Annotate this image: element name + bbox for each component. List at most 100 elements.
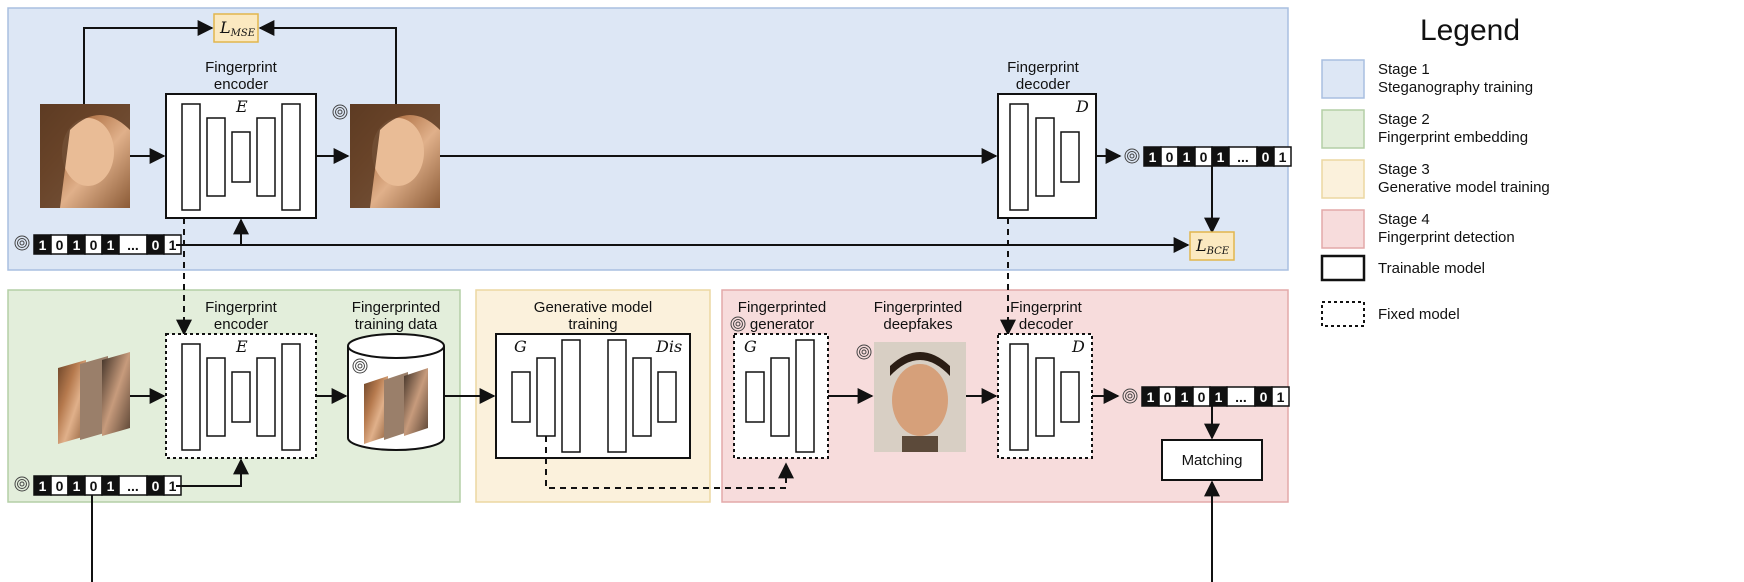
fingerprint-icon (856, 344, 872, 360)
bit-cell-label: 1 (1183, 149, 1191, 165)
bit-cell-label: 1 (169, 478, 177, 494)
stage1-encoder-label-2: encoder (214, 76, 268, 93)
bit-cell-label: 1 (1279, 149, 1287, 165)
loss-bce-label: LBCE (1195, 236, 1230, 257)
dataset-cylinder (347, 333, 445, 451)
bit-cell-label: 1 (73, 478, 81, 494)
bit-cell-label: 0 (1166, 149, 1174, 165)
bit-cell-label: 0 (152, 237, 160, 253)
fingerprint-icon (332, 104, 348, 120)
bit-cell-label: 1 (1181, 389, 1189, 405)
legend-stage1-line1: Stage 1 (1378, 61, 1430, 78)
stage1-encoder-label-1: Fingerprint (205, 59, 278, 76)
bit-cell (1273, 146, 1292, 167)
stage2-data-label-1: Fingerprinted (352, 299, 440, 316)
loss-mse-box (213, 13, 259, 43)
input-face-image (40, 104, 130, 208)
bit-cell-label: 0 (1198, 389, 1206, 405)
stage4-deepfake-label-1: Fingerprinted (874, 299, 962, 316)
stage2-data-label-2: training data (355, 316, 438, 333)
stage4-decoder-symbol: D (1071, 337, 1085, 356)
matching-box (1161, 439, 1263, 481)
stage3-model-layers (511, 339, 677, 453)
legend-stage1-line2: Steganography training (1378, 79, 1533, 96)
legend-fixed-label: Fixed model (1378, 306, 1460, 323)
matching-label: Matching (1182, 452, 1243, 469)
stage3-label-1: Generative model (534, 299, 652, 316)
stage2-encoder-layers (181, 343, 301, 451)
bit-cell-label: 0 (90, 478, 98, 494)
legend-swatch-stage2 (1321, 109, 1365, 149)
bit-cell-label: 0 (1200, 149, 1208, 165)
stage1-decoder-symbol: D (1075, 97, 1089, 116)
legend-stage2-line2: Fingerprint embedding (1378, 129, 1528, 146)
legend-stage4-line1: Stage 4 (1378, 211, 1430, 228)
legend-stage3-line2: Generative model training (1378, 179, 1550, 196)
bit-cell-label: 1 (73, 237, 81, 253)
bit-cell-label: 1 (1215, 389, 1223, 405)
bit-cell-label: 1 (1149, 149, 1157, 165)
stage2-encoder-label-1: Fingerprint (205, 299, 278, 316)
bit-cell-label: 0 (90, 237, 98, 253)
legend-title: Legend (1420, 14, 1520, 47)
stage3-label-2: training (568, 316, 617, 333)
stage4-decoder-label-1: Fingerprint (1010, 299, 1083, 316)
stage4-generator-label-2: generator (750, 316, 814, 333)
stage4-deepfake-label-2: deepfakes (883, 316, 952, 333)
legend-swatch-stage3 (1321, 159, 1365, 199)
legend-stage2-line1: Stage 2 (1378, 111, 1430, 128)
deepfake-face-image (874, 342, 966, 452)
bit-cell-label: 1 (1217, 149, 1225, 165)
stage3-dis-symbol: Dis (655, 337, 682, 356)
fingerprint-icon (352, 358, 368, 374)
bit-cell-label: 1 (1147, 389, 1155, 405)
bit-cell-label: ... (127, 478, 139, 494)
stage2-encoder-label-2: encoder (214, 316, 268, 333)
stage1-decoder-label-1: Fingerprint (1007, 59, 1080, 76)
legend-trainable-label: Trainable model (1378, 260, 1485, 277)
stage4-generator-layers (745, 339, 815, 453)
bit-cell-label: 0 (1262, 149, 1270, 165)
fingerprinted-face-image (350, 104, 440, 208)
legend-stage3-line1: Stage 3 (1378, 161, 1430, 178)
stage1-encoder-layers (181, 103, 301, 211)
bit-cell-label: 0 (56, 478, 64, 494)
bit-cell (1271, 386, 1290, 407)
stage1-decoder-layers (1009, 103, 1080, 211)
bit-cell-label: 0 (152, 478, 160, 494)
stage3-gen-symbol: G (514, 337, 527, 356)
bit-cell-label: 0 (1260, 389, 1268, 405)
fingerprint-icon (14, 235, 30, 251)
bit-cell-label: 1 (107, 478, 115, 494)
bit-cell-label: ... (127, 237, 139, 253)
stage1-encoder-symbol: E (235, 97, 248, 116)
stage2-encoder-symbol: E (235, 337, 248, 356)
fingerprint-icon (730, 316, 746, 332)
dashed-generator-transfer (545, 436, 794, 489)
bit-cell-label: ... (1237, 149, 1249, 165)
fingerprint-icon (1124, 148, 1140, 164)
stage4-generator-label-1: Fingerprinted (738, 299, 826, 316)
legend-stage4-line2: Fingerprint detection (1378, 229, 1515, 246)
bit-cell-label: 1 (169, 237, 177, 253)
bit-cell-label: 1 (39, 478, 47, 494)
legend-swatch-stage4 (1321, 209, 1365, 249)
fingerprint-icon (14, 476, 30, 492)
legend-swatch-stage1 (1321, 59, 1365, 99)
fingerprint-icon (1122, 388, 1138, 404)
training-images-stack (58, 352, 130, 444)
stage4-generator-symbol: G (744, 337, 757, 356)
bit-cell-label: ... (1235, 389, 1247, 405)
bit-cell-label: 0 (56, 237, 64, 253)
legend-swatch-fixed (1321, 301, 1365, 327)
arrow-stego-to-mse (258, 20, 397, 104)
arrow-input-to-mse (83, 20, 214, 104)
loss-bce-box (1189, 231, 1235, 261)
legend-swatch-trainable (1320, 254, 1366, 282)
